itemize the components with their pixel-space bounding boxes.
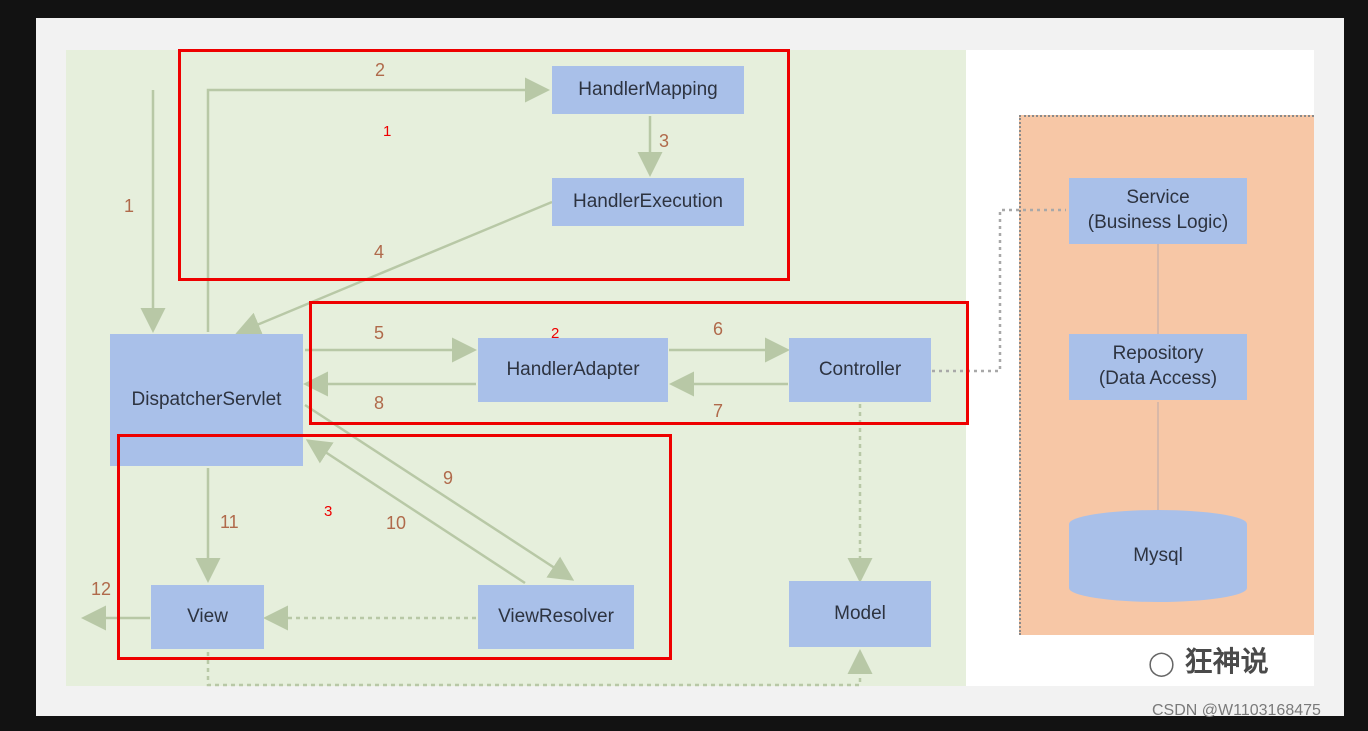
region-label-3: 3 xyxy=(324,503,333,520)
handler-execution-box: HandlerExecution xyxy=(552,178,744,226)
model-label: Model xyxy=(834,602,886,624)
mysql-label: Mysql xyxy=(1133,545,1183,566)
model-box: Model xyxy=(789,581,931,647)
step-number: 8 xyxy=(374,393,385,413)
service-subtitle: (Business Logic) xyxy=(1087,212,1229,233)
watermark-text: 狂神说 xyxy=(1184,645,1269,678)
view-resolver-box: ViewResolver xyxy=(478,585,634,649)
dispatcher-servlet-label: DispatcherServlet xyxy=(131,388,282,410)
step-number: 2 xyxy=(375,60,386,80)
repository-box: Repository (Data Access) xyxy=(1069,334,1247,400)
view-box: View xyxy=(151,585,264,649)
step-number: 11 xyxy=(220,512,239,532)
dispatcher-servlet-box: DispatcherServlet xyxy=(110,334,303,466)
handler-mapping-label: HandlerMapping xyxy=(578,78,718,100)
repository-title: Repository xyxy=(1112,343,1204,365)
service-title: Service xyxy=(1126,187,1190,209)
handler-mapping-box: HandlerMapping xyxy=(552,66,744,114)
view-label: View xyxy=(187,605,228,627)
step-number: 10 xyxy=(386,513,407,533)
handler-adapter-box: HandlerAdapter xyxy=(478,338,668,402)
handler-execution-label: HandlerExecution xyxy=(573,190,723,212)
watermark: ◯ 狂神说 xyxy=(1148,640,1269,680)
step-number: 7 xyxy=(713,401,724,421)
csdn-credit: CSDN @W1103168475 xyxy=(1152,702,1321,719)
highlight-region-1 xyxy=(178,49,790,281)
step-number: 9 xyxy=(443,468,454,488)
region-label-1: 1 xyxy=(383,123,392,140)
region-label-2: 2 xyxy=(551,325,560,342)
controller-label: Controller xyxy=(818,358,902,380)
step-number: 3 xyxy=(659,131,670,151)
step-number: 4 xyxy=(374,242,385,262)
mysql-database: Mysql xyxy=(1069,510,1247,602)
step-number: 6 xyxy=(713,319,724,339)
handler-adapter-label: HandlerAdapter xyxy=(506,358,640,380)
view-resolver-label: ViewResolver xyxy=(498,605,614,627)
highlight-region-3 xyxy=(117,434,672,660)
controller-box: Controller xyxy=(789,338,931,402)
step-number: 1 xyxy=(124,196,135,216)
step-number: 5 xyxy=(374,323,385,343)
highlight-region-2 xyxy=(309,301,969,425)
wechat-icon: ◯ xyxy=(1148,649,1175,677)
repository-subtitle: (Data Access) xyxy=(1098,368,1218,389)
service-box: Service (Business Logic) xyxy=(1069,178,1247,244)
step-number: 12 xyxy=(91,579,112,599)
